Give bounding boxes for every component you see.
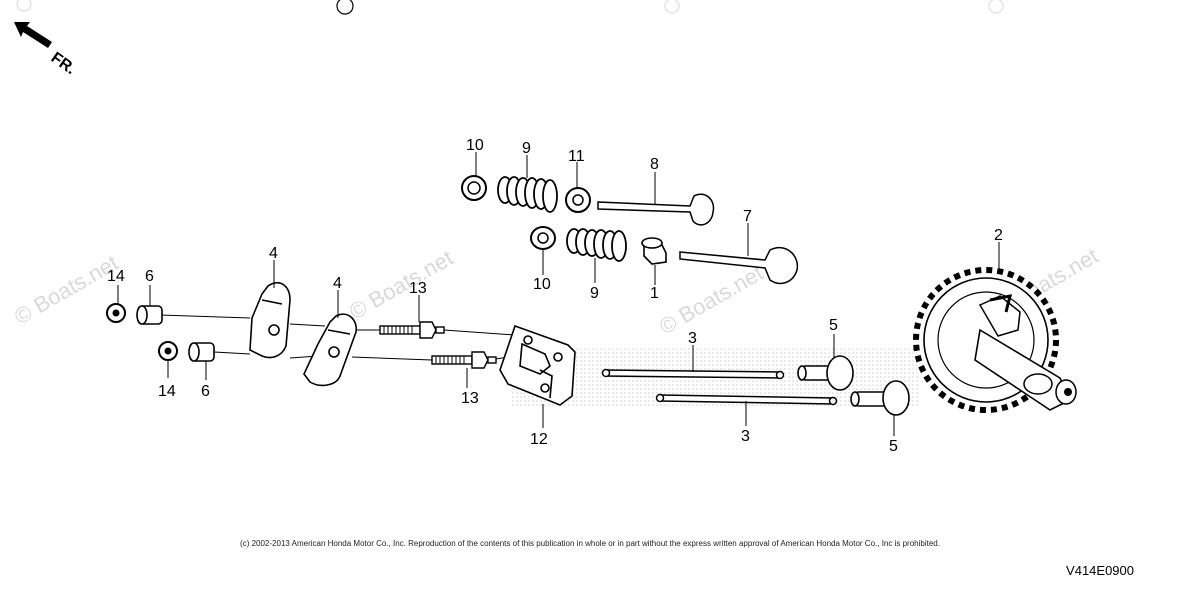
- valve-retainer-lower: [530, 226, 556, 250]
- copyright-notice: (c) 2002-2013 American Honda Motor Co., …: [240, 539, 940, 548]
- valve-retainer-upper: [461, 175, 487, 201]
- rocker-pivot-upper: [136, 305, 163, 325]
- callout-10-lower: 10: [533, 276, 551, 293]
- watermark: © Boats.net: [10, 250, 122, 329]
- callout-11: 11: [568, 148, 585, 165]
- callout-12: 12: [530, 431, 548, 448]
- callout-9-lower: 9: [590, 285, 599, 302]
- watermark: © Boats.net: [655, 260, 767, 339]
- valve-cap: [641, 237, 667, 265]
- callout-2: 2: [994, 227, 1003, 244]
- front-arrow-icon: FR.: [14, 22, 79, 78]
- rocker-pivot-lower: [188, 342, 215, 362]
- watermark-circle: [664, 0, 680, 14]
- rocker-arm-stud-lower: [431, 351, 497, 369]
- callout-1: 1: [650, 285, 659, 302]
- valve-spring-upper: [497, 176, 558, 213]
- callout-6-lower: 6: [201, 383, 210, 400]
- callout-leaders: [117, 152, 1000, 436]
- valve-lifter-upper: [797, 355, 854, 391]
- callout-5-lower: 5: [889, 438, 898, 455]
- callout-13-lower: 13: [461, 390, 479, 407]
- push-rod-guide-plate: [499, 324, 576, 406]
- intake-valve: [679, 247, 799, 285]
- callout-6-upper: 6: [145, 268, 154, 285]
- adjusting-nut-lower: [158, 341, 178, 361]
- callout-8: 8: [650, 156, 659, 173]
- callout-9-upper: 9: [522, 140, 531, 157]
- push-rod-lower: [655, 393, 838, 406]
- rocker-arm-left: [249, 282, 291, 359]
- callout-4-left: 4: [269, 245, 278, 262]
- valve-spring-lower: [566, 228, 627, 262]
- callout-14-lower: 14: [158, 383, 176, 400]
- watermark-circle: [16, 0, 32, 12]
- callout-3-upper: 3: [688, 330, 697, 347]
- watermark: © Boats.net: [345, 245, 457, 324]
- callout-4-right: 4: [333, 275, 342, 292]
- adjusting-nut-upper: [106, 303, 126, 323]
- diagram-code: V414E0900: [1066, 563, 1134, 578]
- watermark-circle: [336, 0, 354, 15]
- callout-13-upper: 13: [409, 280, 427, 297]
- callout-7: 7: [743, 208, 752, 225]
- valve-stem-seal: [565, 187, 591, 213]
- callout-5-upper: 5: [829, 317, 838, 334]
- callout-labels: 1 2 3 3 4 4 5 5 6 6 7 8 9 9 10 10 11 12 …: [107, 137, 1003, 455]
- watermark-circle: [988, 0, 1004, 14]
- camshaft-gear: [913, 267, 1077, 413]
- callout-14-upper: 14: [107, 268, 125, 285]
- callout-10-upper: 10: [466, 137, 484, 154]
- rocker-arm-stud-upper: [379, 321, 445, 339]
- rocker-arm-right: [303, 313, 358, 387]
- valve-lifter-lower: [850, 380, 910, 416]
- push-rod-upper: [601, 368, 785, 380]
- front-label: FR.: [48, 49, 79, 78]
- exhaust-valve: [597, 193, 715, 226]
- callout-3-lower: 3: [741, 428, 750, 445]
